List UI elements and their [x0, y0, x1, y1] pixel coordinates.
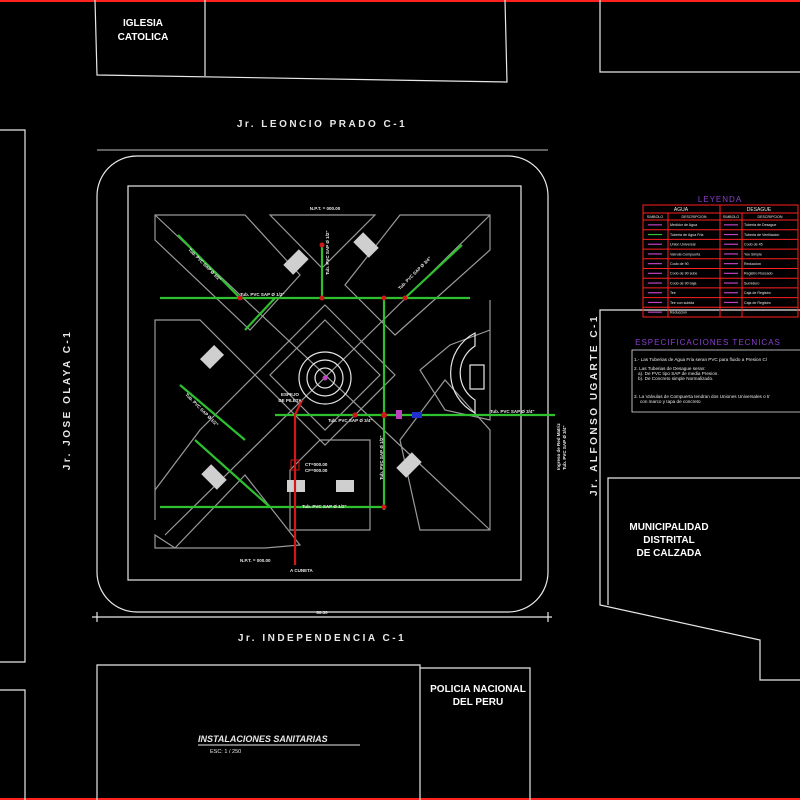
pipe-fittings — [237, 242, 408, 510]
gate-valve-icon — [412, 412, 422, 418]
center-label-1: ESPEJO — [281, 392, 300, 397]
specs-title: ESPECIFICACIONES TECNICAS — [635, 338, 781, 347]
spec-line: con marco y tapa de concreto — [640, 399, 701, 404]
stage — [450, 332, 485, 414]
benches — [199, 232, 422, 492]
police-label-2: DEL PERU — [453, 697, 503, 708]
legend-title: LEYENDA — [698, 195, 742, 204]
pipe-label-1: Tub. PVC SAP Ø 1/2" — [240, 292, 284, 297]
legend-drain-item: Reduccion — [744, 262, 761, 266]
legend-drain-header: DESAGUE — [747, 207, 772, 213]
plan-scale: ESC: 1 / 250 — [210, 749, 241, 755]
pipe-label-3: Tub. PVC SAP Ø 3/4" — [328, 418, 372, 423]
legend-water-item: Codo de 90 baja — [670, 281, 696, 285]
intake-label-2: Tub. PVC SAP Ø 3/4" — [562, 426, 567, 470]
legend-water-item: Tuberia de Agua Fria — [670, 233, 703, 237]
specifications: ESPECIFICACIONES TECNICAS 1.- Las Tuberi… — [631, 338, 800, 413]
npt-top: N.P.T. = 000.00 — [310, 206, 341, 211]
legend: LEYENDA AGUA DESAGUE SIMBOLO DESCRIPCION… — [642, 195, 799, 318]
street-top: Jr. LEONCIO PRADO C-1 — [237, 119, 407, 130]
legend-col-desc: DESCRIPCION — [682, 215, 707, 219]
center-label-2: DE PILETA — [278, 398, 302, 403]
municipality-label-3: DE CALZADA — [637, 548, 702, 559]
drain-box-ct: CT=000.00 — [305, 462, 328, 467]
legend-drain-item: Tuberia de Ventilacion — [744, 233, 779, 237]
legend-col-symbol: SIMBOLO — [647, 215, 664, 219]
police-label-1: POLICIA NACIONAL — [430, 684, 526, 695]
spec-line: 3. La Valvulas de Compuerta tendran dos … — [634, 394, 770, 399]
pipe-label-4: Tub. PVC SAP Ø 3/4" — [490, 409, 534, 414]
legend-drain-item: Tuberia de Desague — [744, 223, 776, 227]
pipe-label-7: Tub. PVC SAP Ø 3/4" — [397, 256, 432, 291]
drain-box-cf: CF=000.00 — [305, 468, 328, 473]
legend-water-item: Reduccion — [670, 310, 687, 314]
npt-bottom: N.P.T. = 000.00 — [240, 558, 271, 563]
legend-col-symbol-2: SIMBOLO — [723, 215, 740, 219]
legend-water-item: Codo de 90 sube — [670, 272, 697, 276]
legend-water-item: Union Universal — [670, 243, 696, 247]
legend-water-item: Tee — [670, 291, 676, 295]
outlet-label: A CUNETA — [290, 568, 313, 573]
legend-drain-item: Caja de Registro — [744, 301, 771, 305]
municipality-label-2: DISTRITAL — [643, 535, 694, 546]
pipe-label-9: Tub. PVC SAP Ø 1/2" — [184, 392, 219, 427]
spec-line: 1.- Las Tuberias de Agua Fria seran PVC … — [634, 357, 767, 362]
pipe-label-8: Tub. PVC SAP Ø 1/2" — [187, 247, 222, 282]
spec-line: 2. Las Tuberias de Desague seran: — [634, 366, 706, 371]
water-meter-icon — [396, 410, 402, 419]
intake-label-1: Ingreso de Red Matriz — [556, 422, 561, 470]
legend-drain-item: Registro Roscado — [744, 272, 773, 276]
spec-line: a). De PVC tipo SAP de media Presion. — [638, 371, 719, 376]
pipe-label-5: Tub. PVC SAP Ø 1/2" — [302, 504, 346, 509]
legend-drain-item: Caja de Registro — [744, 291, 771, 295]
street-left: Jr. JOSE OLAYA C-1 — [62, 330, 73, 471]
fountain — [298, 351, 352, 405]
street-bottom: Jr. INDEPENDENCIA C-1 — [238, 633, 406, 644]
legend-drain-item: Codo de 45 — [744, 243, 763, 247]
legend-water-item: Tee con subida — [670, 301, 694, 305]
legend-water-header: AGUA — [674, 207, 689, 213]
pipe-label-6: Tub. PVC SAP Ø 1/2" — [379, 436, 384, 480]
legend-drain-item: Sumidero — [744, 281, 759, 285]
legend-col-desc-2: DESCRIPCION — [758, 215, 783, 219]
drain-box-icon — [290, 459, 300, 471]
municipality-label-1: MUNICIPALIDAD — [629, 522, 708, 533]
legend-drain-item: Yee Simple — [744, 252, 762, 256]
plan-title: INSTALACIONES SANITARIAS — [198, 734, 328, 744]
dimension-label: 80.30 — [316, 610, 328, 615]
street-right: Jr. ALFONSO UGARTE C-1 — [589, 314, 600, 496]
legend-water-item: Medidor de Agua — [670, 223, 697, 227]
spec-line: b). De Concreto simple Normalizado. — [638, 376, 713, 381]
legend-water-item: Codo de 90 — [670, 262, 689, 266]
pipe-label-2: Tub. PVC SAP Ø 1/2" — [325, 231, 330, 275]
legend-water-item: Valvula Compuerta — [670, 252, 700, 256]
church-label-1: IGLESIA — [123, 18, 163, 29]
church-label-2: CATOLICA — [118, 32, 169, 43]
drain-pipe — [293, 399, 303, 565]
plaza-outline — [92, 149, 552, 622]
